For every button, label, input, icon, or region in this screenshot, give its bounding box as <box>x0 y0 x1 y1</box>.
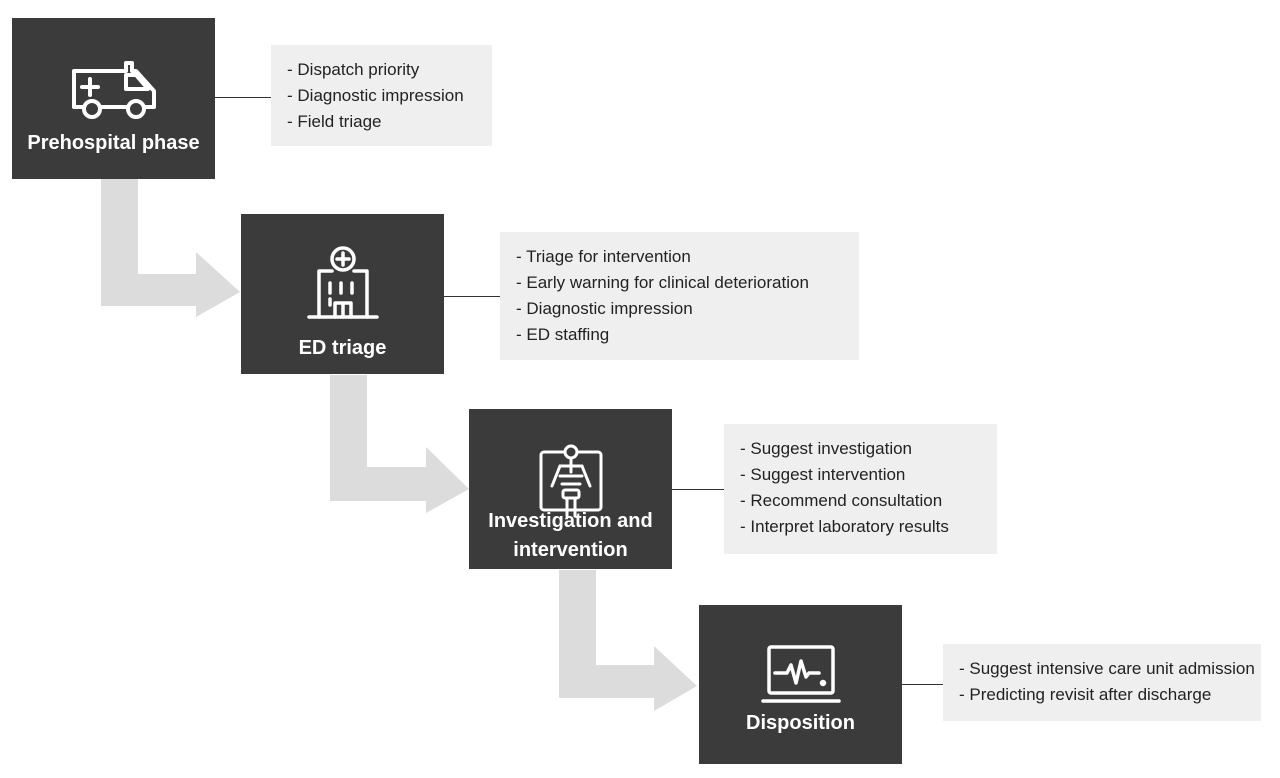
monitor-icon <box>753 629 849 719</box>
connector-line <box>215 97 271 98</box>
stage-details: Suggest investigation Suggest interventi… <box>724 424 997 554</box>
list-item: Suggest intervention <box>740 462 981 488</box>
flow-arrow-2 <box>330 375 469 513</box>
list-item: Predicting revisit after discharge <box>959 682 1245 708</box>
connector-line <box>902 684 943 685</box>
xray-icon <box>523 435 619 525</box>
list-item: Suggest investigation <box>740 436 981 462</box>
stage-details: Triage for intervention Early warning fo… <box>500 232 859 360</box>
list-item: ED staffing <box>516 322 843 348</box>
stage-title: Investigation and intervention <box>488 510 653 561</box>
stage-title: Prehospital phase <box>27 132 200 154</box>
stage-details: Suggest intensive care unit admission Pr… <box>943 644 1261 721</box>
list-item: Triage for intervention <box>516 244 843 270</box>
hospital-icon <box>295 240 391 330</box>
stage-prehospital: Prehospital phase <box>12 18 215 179</box>
stage-title: ED triage <box>298 337 387 359</box>
flow-arrow-1 <box>101 179 240 317</box>
list-item: Recommend consultation <box>740 488 981 514</box>
ambulance-icon <box>66 44 162 134</box>
flow-arrow-3 <box>559 570 697 711</box>
stage-ed-triage: ED triage <box>241 214 444 374</box>
list-item: Diagnostic impression <box>287 83 476 109</box>
list-item: Dispatch priority <box>287 57 476 83</box>
stage-title: Disposition <box>746 712 855 734</box>
connector-line <box>672 489 724 490</box>
stage-investigation: Investigation and intervention <box>469 409 672 569</box>
list-item: Field triage <box>287 109 476 135</box>
list-item: Diagnostic impression <box>516 296 843 322</box>
list-item: Suggest intensive care unit admission <box>959 656 1254 682</box>
connector-line <box>444 296 500 297</box>
list-item: Interpret laboratory results <box>740 514 981 540</box>
stage-disposition: Disposition <box>699 605 902 764</box>
stage-details: Dispatch priority Diagnostic impression … <box>271 45 492 146</box>
list-item: Early warning for clinical deterioration <box>516 270 843 296</box>
